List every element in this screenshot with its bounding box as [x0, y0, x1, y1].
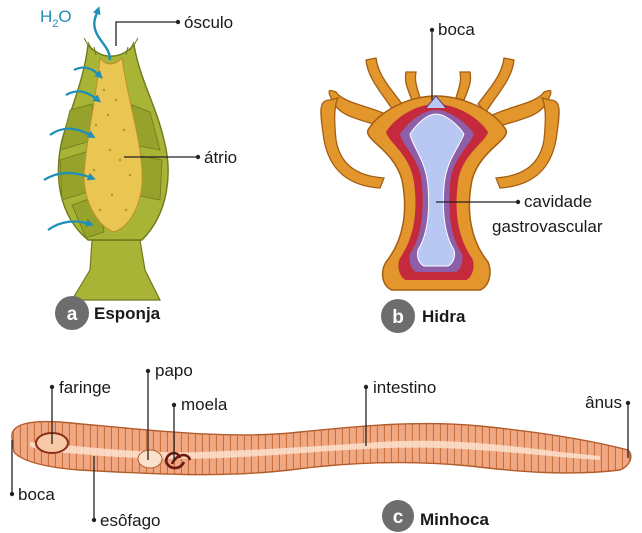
water-label: H2O [40, 7, 72, 30]
osculo-leader [116, 22, 178, 46]
anus-label: ânus [585, 393, 622, 412]
papo-label: papo [155, 361, 193, 380]
cavidade-label-line2: gastrovascular [492, 217, 603, 236]
moela-label: moela [181, 395, 228, 414]
hydra-boca-leader-dot [430, 28, 434, 32]
hydra-title: Hidra [422, 307, 466, 326]
intestino-leader-dot [364, 385, 368, 389]
earthworm-title: Minhoca [420, 510, 489, 529]
panel-hydra: boca cavidade gastrovascular b Hidra [321, 20, 603, 333]
worm-crop [138, 450, 162, 468]
cavidade-label-line1: cavidade [524, 192, 592, 211]
worm-boca-leader-dot [10, 492, 14, 496]
panel-earthworm: faringe papo moela intestino ânus boca e… [10, 361, 631, 532]
intestino-label: intestino [373, 378, 436, 397]
esofago-leader-dot [92, 518, 96, 522]
faringe-leader-dot [50, 385, 54, 389]
badge-a-letter: a [67, 304, 78, 325]
moela-leader-dot [172, 403, 176, 407]
atrio-label: átrio [204, 148, 237, 167]
osculo-leader-dot [176, 20, 180, 24]
esofago-label: esôfago [100, 511, 161, 530]
badge-b-letter: b [392, 307, 404, 328]
badge-c-letter: c [393, 507, 404, 528]
sponge-title: Esponja [94, 304, 161, 323]
atrio-leader-dot [196, 155, 200, 159]
anus-leader-dot [626, 401, 630, 405]
worm-boca-label: boca [18, 485, 55, 504]
papo-leader-dot [146, 369, 150, 373]
osculo-label: ósculo [184, 13, 233, 32]
sponge-base [72, 240, 160, 300]
faringe-label: faringe [59, 378, 111, 397]
hydra-boca-label: boca [438, 20, 475, 39]
cavidade-leader-dot [516, 200, 520, 204]
panel-sponge: H2O ósculo átrio a Esponja [40, 7, 237, 330]
